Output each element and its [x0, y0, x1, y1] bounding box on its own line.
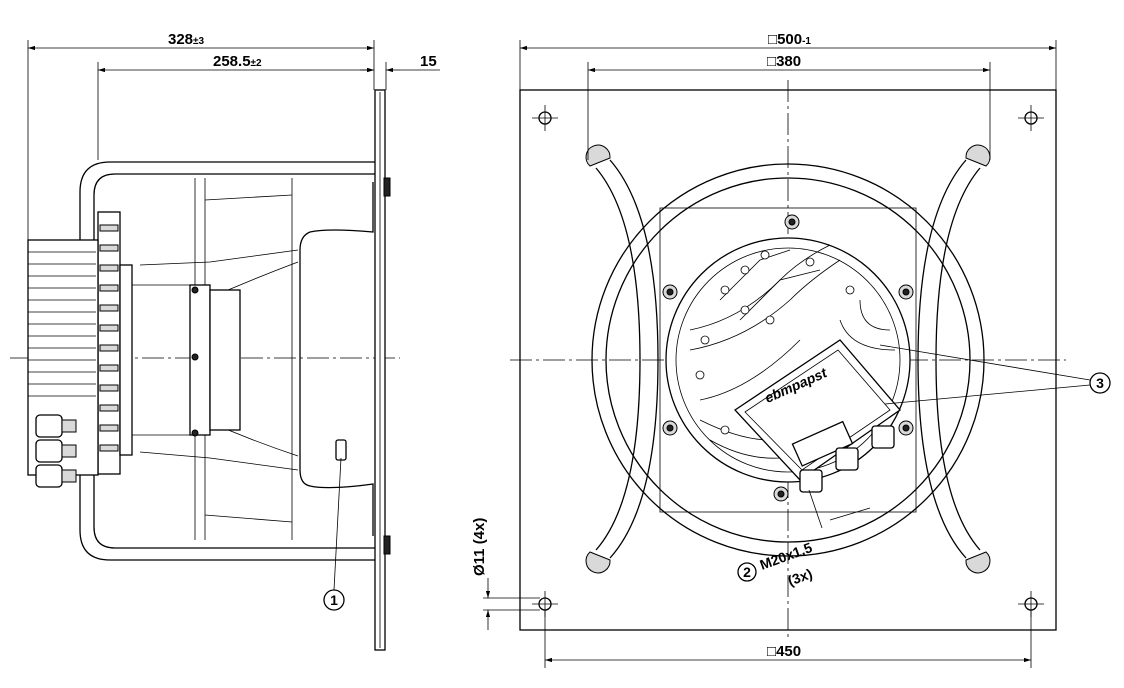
- callout-3-number: 3: [1096, 375, 1104, 391]
- dim-plate-thickness: 15: [420, 53, 437, 70]
- side-view: 1 328±3 258.5±2 15: [10, 31, 440, 651]
- front-view: ebmpapst 2 M20x1.5 (3x) 3: [471, 31, 1111, 668]
- dim-hole-diameter: Ø11 (4x): [471, 518, 488, 576]
- callout-1-number: 1: [330, 592, 338, 608]
- callout-2-number: 2: [743, 564, 751, 580]
- dim-hole-spacing: □450: [767, 643, 801, 660]
- dim-overall-length: 328±3: [168, 31, 205, 48]
- dim-plate-width: □500-1: [768, 31, 811, 48]
- callout-2-qty: (3x): [786, 565, 815, 589]
- mounting-holes: [532, 105, 1044, 617]
- dim-body-length: 258.5±2: [213, 53, 262, 70]
- dim-inner-width: □380: [767, 53, 801, 70]
- housing-bolts: [662, 214, 914, 502]
